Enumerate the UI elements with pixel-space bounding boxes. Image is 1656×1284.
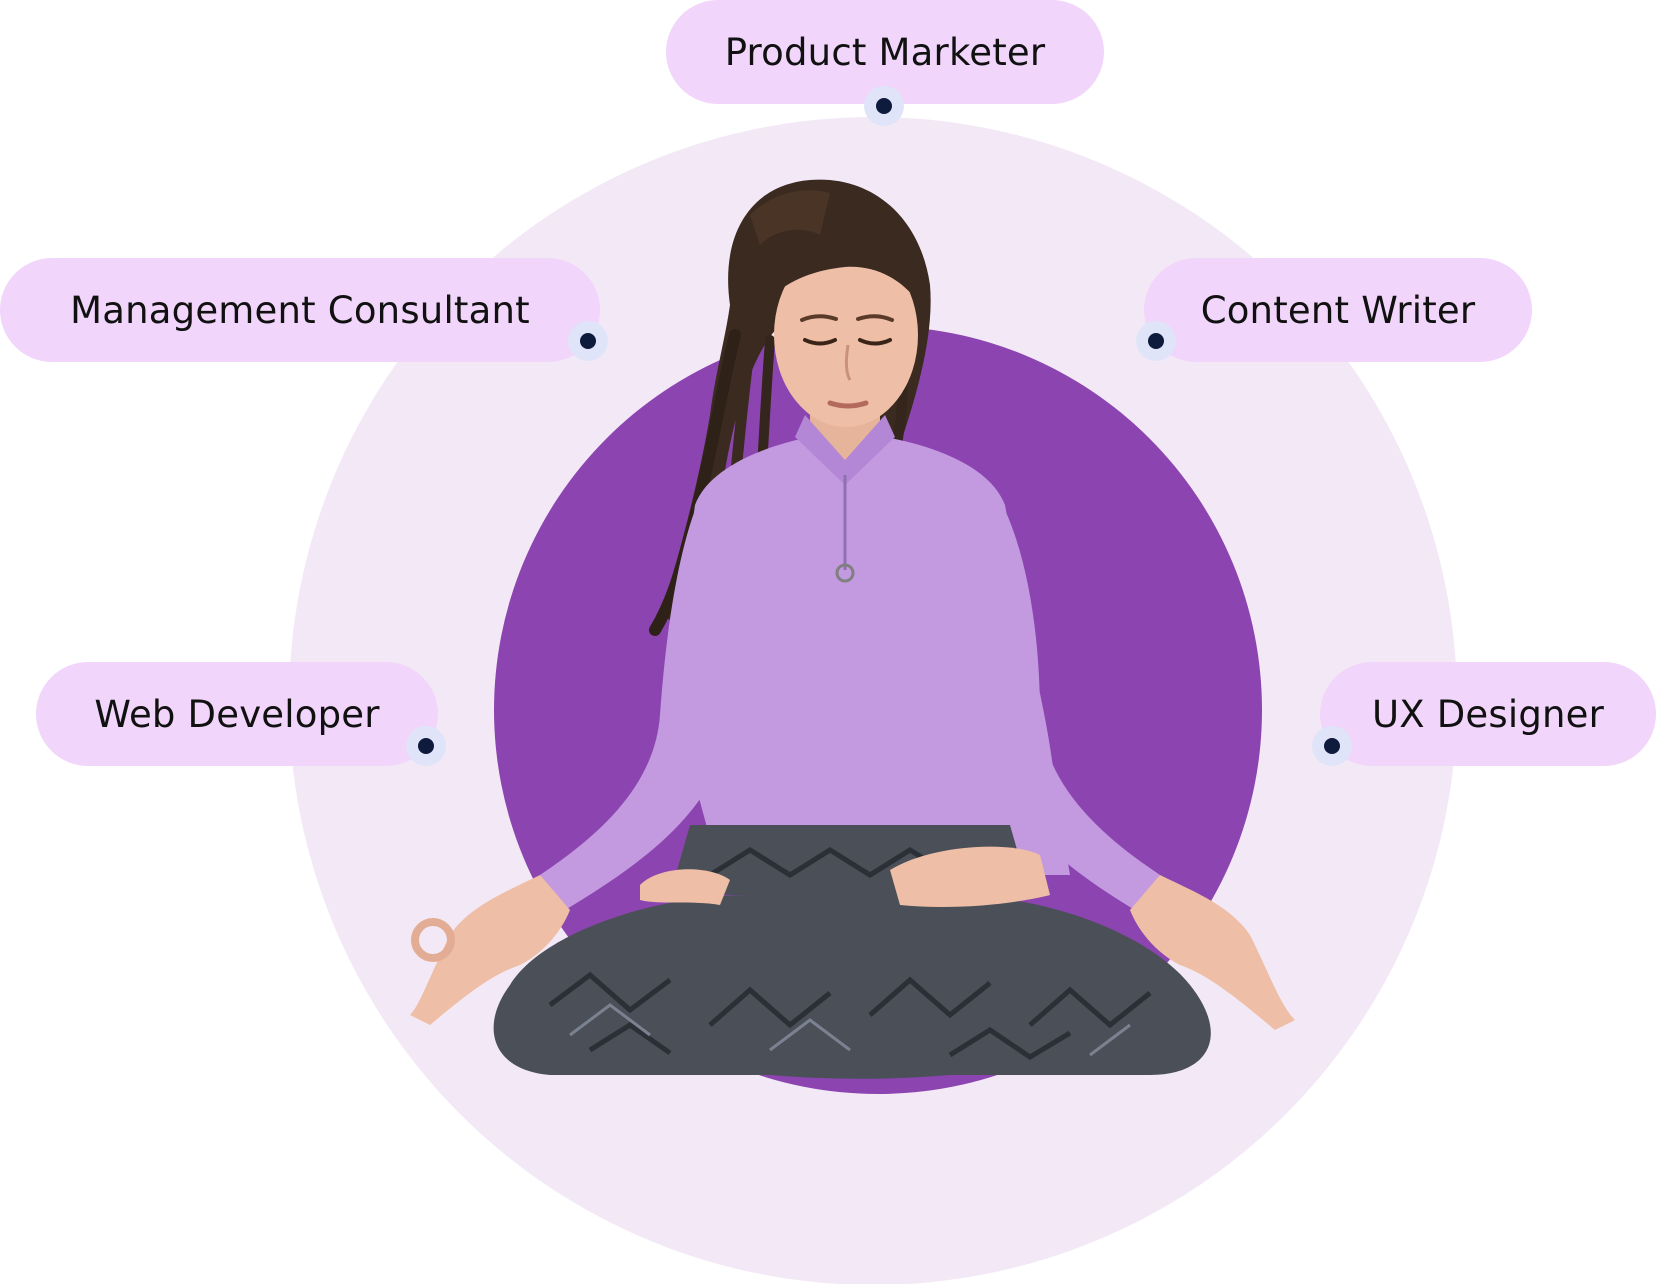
role-label: Web Developer	[94, 692, 380, 736]
role-label: Product Marketer	[724, 30, 1046, 74]
role-pill-web-developer: Web Developer	[36, 662, 438, 766]
connector-dot	[1136, 321, 1176, 361]
role-label: Content Writer	[1200, 288, 1476, 332]
role-pill-content-writer: Content Writer	[1144, 258, 1532, 362]
role-label: Management Consultant	[70, 288, 530, 332]
role-label: UX Designer	[1371, 692, 1605, 736]
connector-dot	[864, 86, 904, 126]
connector-dot	[1312, 726, 1352, 766]
meditating-woman-image	[410, 179, 1295, 1079]
connector-dot	[406, 726, 446, 766]
role-pill-ux-designer: UX Designer	[1320, 662, 1656, 766]
connector-dot	[568, 321, 608, 361]
role-pill-management-consultant: Management Consultant	[0, 258, 600, 362]
